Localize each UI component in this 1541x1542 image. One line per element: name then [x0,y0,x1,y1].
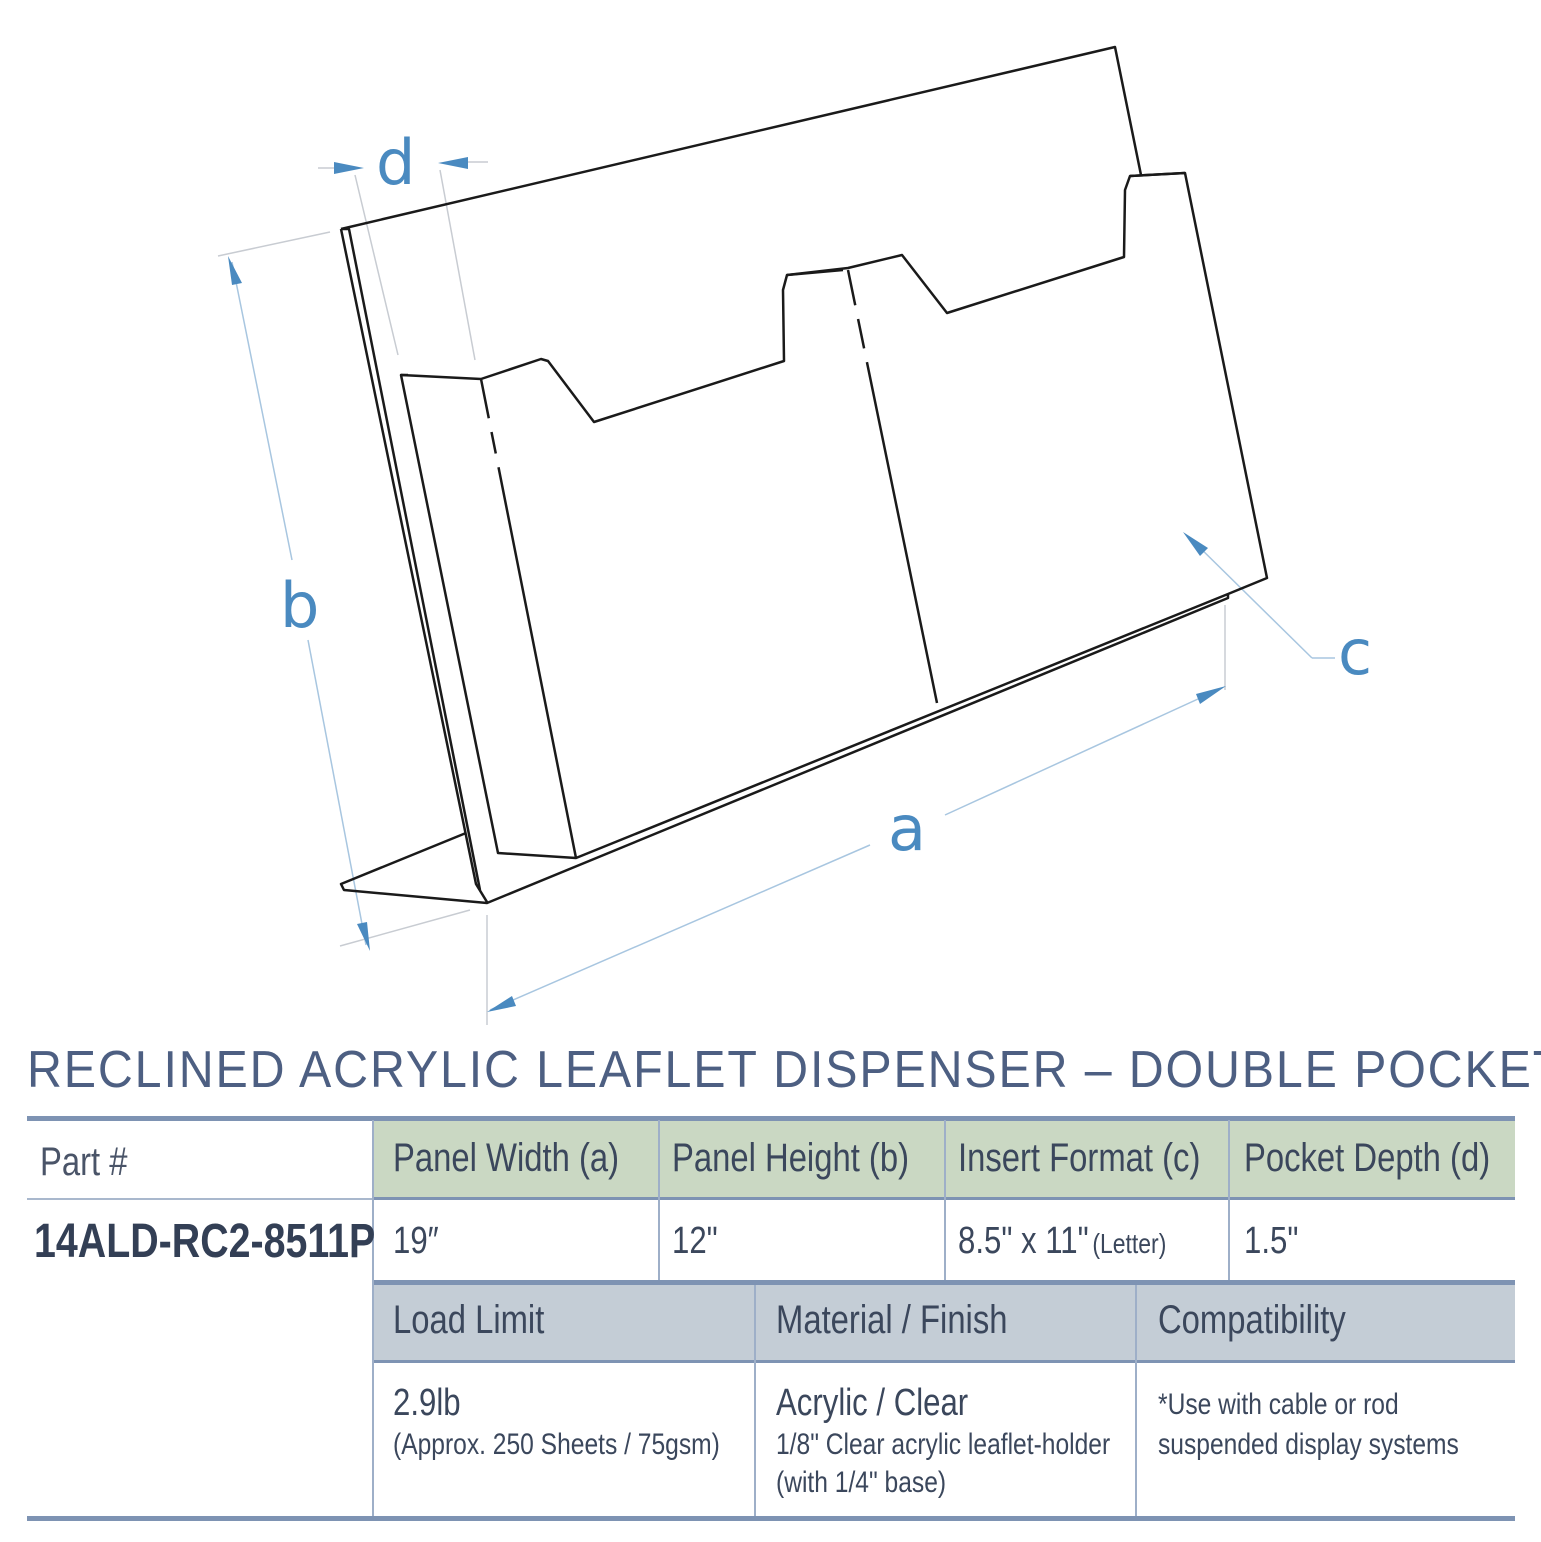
column-divider [944,1120,946,1280]
product-title: RECLINED ACRYLIC LEAFLET DISPENSER – DOU… [27,1041,1541,1099]
column-divider [1135,1285,1137,1516]
dimension-arrows [228,157,1226,1012]
material-line1: 1/8" Clear acrylic leaflet-holder [776,1428,1111,1461]
material-value: Acrylic / Clear [776,1382,969,1424]
load-value: 2.9lb [393,1382,461,1424]
value-panel-height: 12" [672,1220,718,1262]
table-top-rule [27,1116,1515,1121]
value-panel-width: 19″ [393,1220,439,1262]
header-pocket-depth: Pocket Depth (d) [1244,1136,1491,1180]
dimension-lines [231,261,1335,1011]
column-divider [1228,1120,1230,1280]
dimension-label-a: a [888,792,926,865]
dimension-label-d: d [376,126,415,199]
product-diagram: d b a c [217,45,1372,1025]
material-line2: (with 1/4" base) [776,1466,947,1499]
pocket-dividers [479,269,939,859]
part-number: 14ALD-RC2-8511P [34,1215,376,1268]
section-rule [373,1280,1515,1285]
insert-note: (Letter) [1092,1228,1167,1259]
value-insert-format: 8.5" x 11" (Letter) [958,1220,1166,1263]
part-divider [27,1198,373,1200]
header-insert-format: Insert Format (c) [958,1136,1201,1180]
header-load-limit: Load Limit [393,1298,545,1342]
column-divider [658,1120,660,1280]
header-row-bottom [373,1285,1515,1361]
row-rule [373,1360,1515,1363]
header-panel-height: Panel Height (b) [672,1136,910,1180]
extension-lines [217,161,1226,1025]
header-compatibility: Compatibility [1158,1298,1346,1342]
column-divider [372,1120,374,1516]
column-divider [754,1285,756,1516]
header-panel-width: Panel Width (a) [393,1136,620,1180]
value-pocket-depth: 1.5" [1244,1220,1299,1262]
table-bottom-rule [27,1516,1515,1521]
dimension-label-b: b [280,569,319,642]
compat-line1: *Use with cable or rod [1158,1388,1399,1421]
header-material: Material / Finish [776,1298,1008,1342]
dimension-label-c: c [1338,616,1372,689]
load-note: (Approx. 250 Sheets / 75gsm) [393,1428,720,1461]
compat-line2: suspended display systems [1158,1428,1459,1461]
insert-size: 8.5" x 11" [958,1220,1089,1262]
part-label: Part # [40,1140,128,1184]
dispenser-outline [339,45,1269,905]
